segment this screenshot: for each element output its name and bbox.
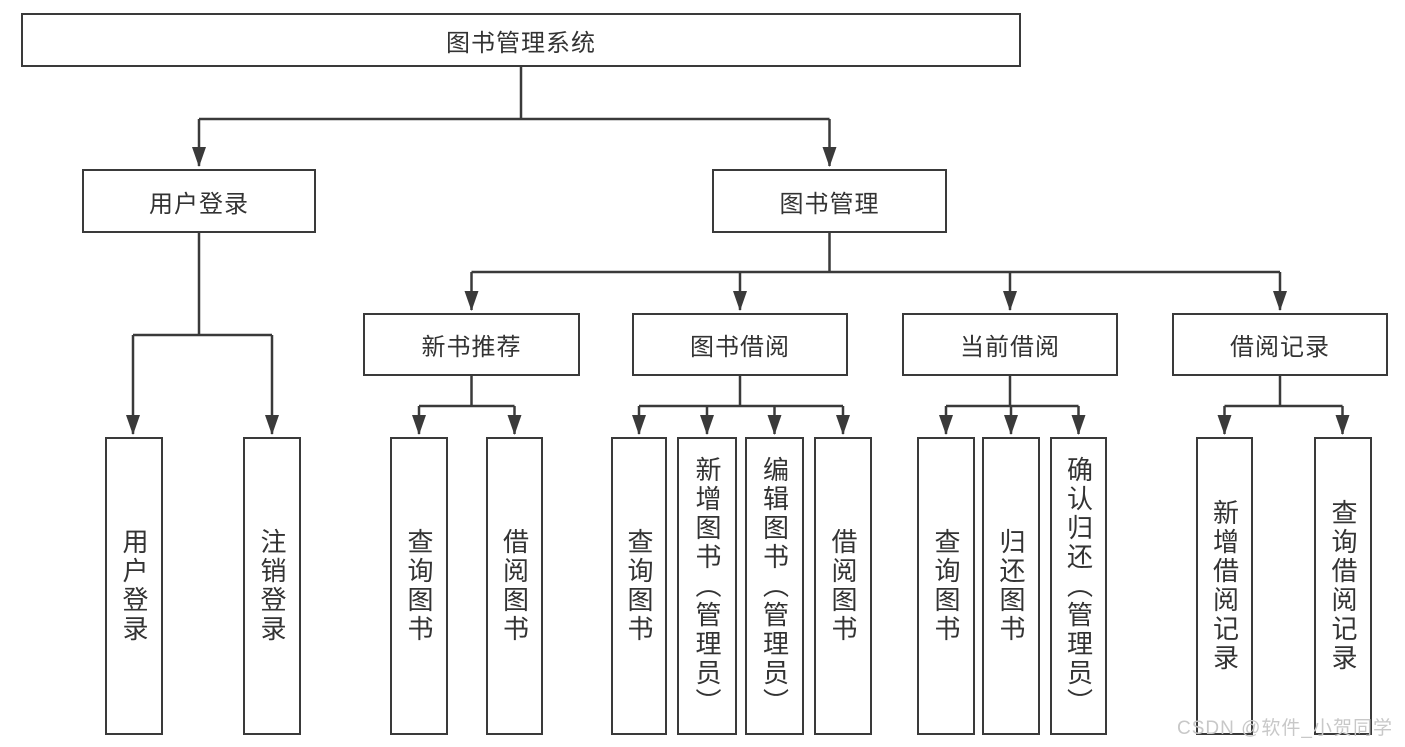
leaf-bb-edit-label: 编辑图书（管理员） — [759, 455, 790, 717]
leaf-br-add: 新增借阅记录 — [1196, 437, 1253, 735]
node-root-label: 图书管理系统 — [446, 29, 596, 57]
connector-root-trunk — [199, 67, 830, 121]
node-new-book-rec: 新书推荐 — [363, 313, 580, 376]
leaf-user-login-label: 用户登录 — [119, 528, 149, 644]
connector-borrow-trunk — [639, 376, 843, 408]
node-borrow-records: 借阅记录 — [1172, 313, 1388, 376]
leaf-bb-query-label: 查询图书 — [624, 528, 654, 644]
connector-records-trunk — [1224, 376, 1343, 408]
connector-mgmt-trunk — [471, 233, 1280, 274]
leaf-br-add-label: 新增借阅记录 — [1209, 499, 1240, 673]
node-book-borrow: 图书借阅 — [632, 313, 848, 376]
node-book-mgmt-label: 图书管理 — [779, 190, 880, 218]
connector-newbook-trunk — [419, 376, 515, 408]
leaf-logout-label: 注销登录 — [257, 528, 287, 644]
node-current-borrow-label: 当前借阅 — [960, 334, 1060, 361]
node-book-borrow-label: 图书借阅 — [690, 334, 790, 361]
leaf-bb-borrow-label: 借阅图书 — [828, 528, 858, 644]
leaf-nb-borrow-label: 借阅图书 — [499, 528, 530, 644]
leaf-cb-return: 归还图书 — [982, 437, 1040, 735]
leaf-cb-query: 查询图书 — [917, 437, 975, 735]
leaf-cb-return-label: 归还图书 — [996, 528, 1026, 644]
leaf-cb-confirm-label: 确认归还（管理员） — [1063, 455, 1094, 717]
leaf-bb-add: 新增图书（管理员） — [677, 437, 737, 735]
leaf-br-query-label: 查询借阅记录 — [1328, 499, 1358, 673]
node-root: 图书管理系统 — [21, 13, 1021, 67]
node-current-borrow: 当前借阅 — [902, 313, 1118, 376]
leaf-cb-confirm: 确认归还（管理员） — [1050, 437, 1107, 735]
leaf-cb-query-label: 查询图书 — [931, 528, 961, 644]
node-book-mgmt: 图书管理 — [712, 169, 947, 233]
leaf-bb-query: 查询图书 — [611, 437, 667, 735]
node-new-book-rec-label: 新书推荐 — [421, 334, 522, 361]
leaf-user-login: 用户登录 — [105, 437, 163, 735]
leaf-nb-query: 查询图书 — [390, 437, 448, 735]
leaf-nb-query-label: 查询图书 — [404, 528, 434, 644]
leaf-br-query: 查询借阅记录 — [1314, 437, 1372, 735]
watermark: CSDN @软件_小贺同学 — [1177, 718, 1393, 739]
node-user-login-label: 用户登录 — [149, 190, 249, 218]
connector-user-trunk — [133, 233, 272, 337]
leaf-bb-add-label: 新增图书（管理员） — [692, 455, 722, 717]
connector-current-trunk — [946, 376, 1079, 408]
leaf-bb-borrow: 借阅图书 — [814, 437, 872, 735]
leaf-nb-borrow: 借阅图书 — [486, 437, 543, 735]
node-user-login: 用户登录 — [82, 169, 316, 233]
leaf-logout: 注销登录 — [243, 437, 301, 735]
node-borrow-records-label: 借阅记录 — [1230, 334, 1330, 361]
leaf-bb-edit: 编辑图书（管理员） — [745, 437, 804, 735]
